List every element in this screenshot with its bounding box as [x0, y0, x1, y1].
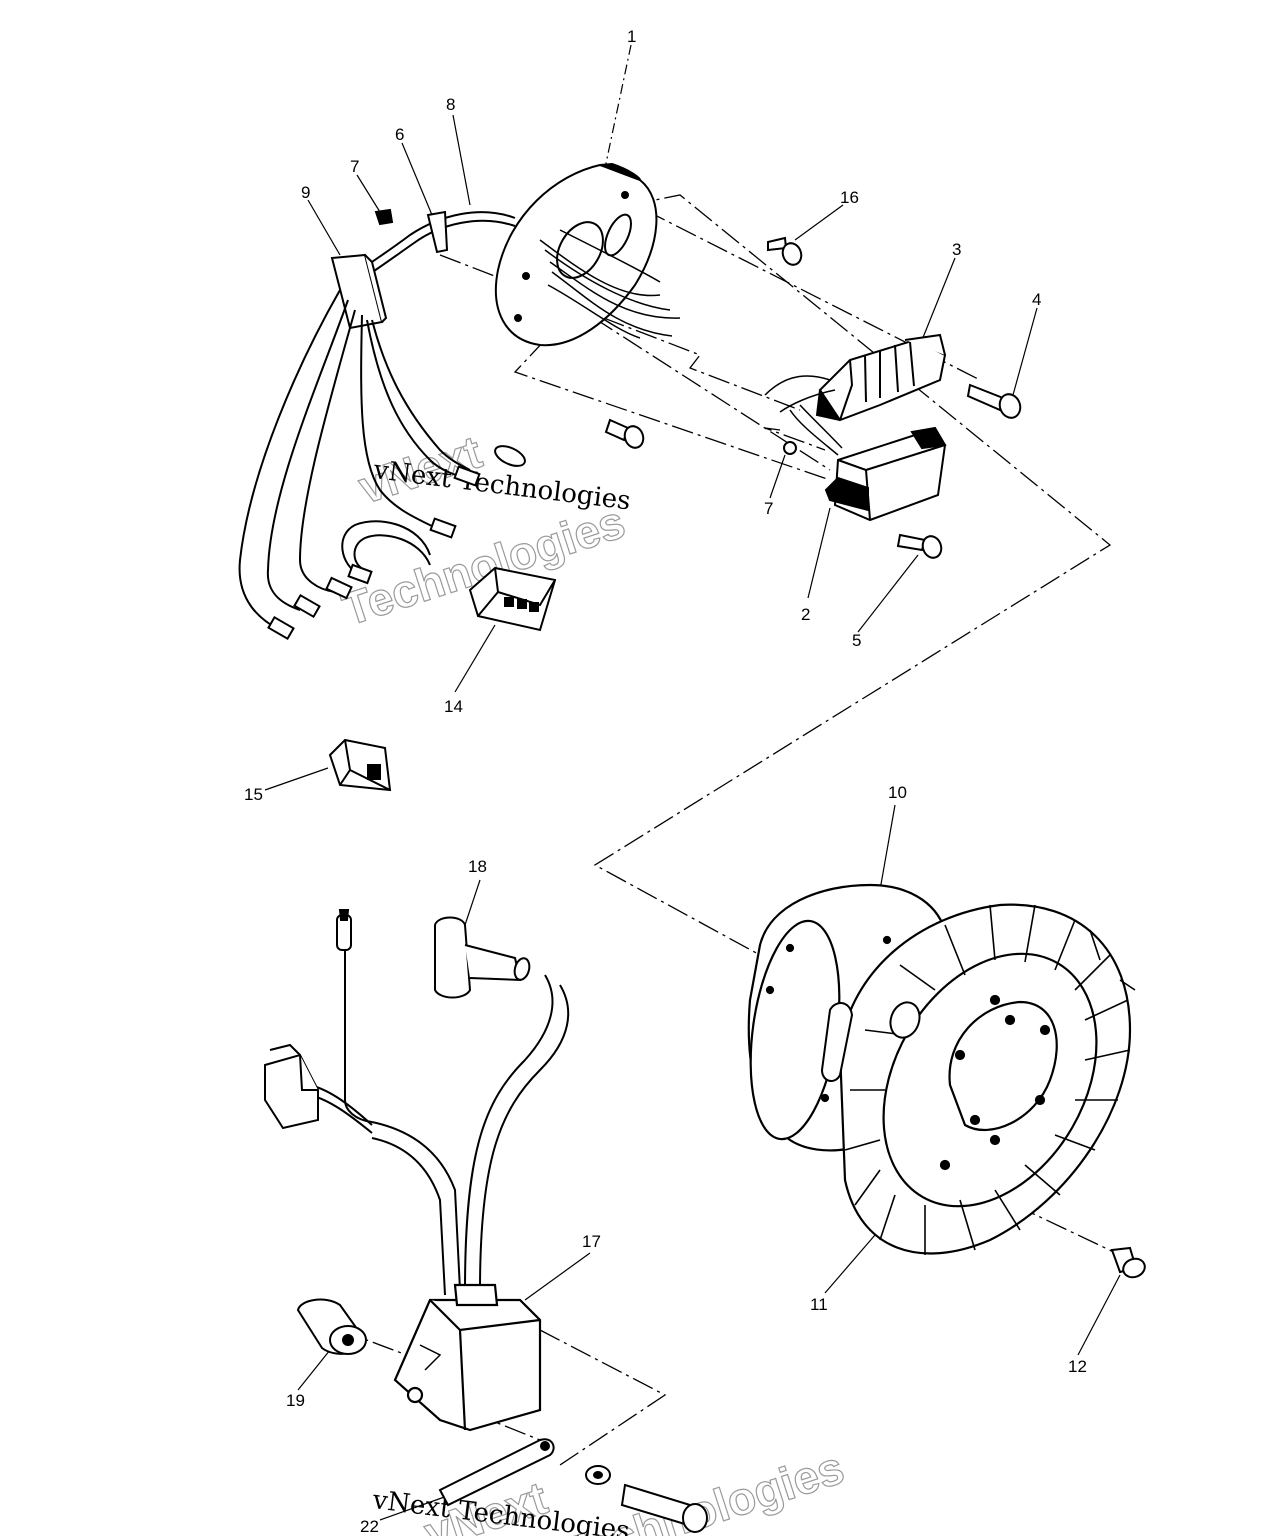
- callout-8: 8: [446, 95, 455, 114]
- callout-22: 22: [360, 1517, 379, 1536]
- callout-labels: 1 8 6 7 9 16 3 4 7 2 5 14 15 10 18 17 11…: [244, 27, 1087, 1536]
- lead-terminals: [267, 465, 481, 641]
- bolt-12: [1110, 1246, 1146, 1279]
- alignment-lines: [339, 194, 1121, 1466]
- connector-15: [328, 738, 392, 792]
- screw-16: [767, 236, 803, 266]
- charge-coil-3: [815, 333, 947, 422]
- screw-5: [896, 533, 943, 559]
- fan-blades: [844, 904, 1136, 1255]
- alignment-line-coil: [644, 209, 981, 381]
- screw-7-lower: [783, 441, 797, 455]
- bullet-connector: [336, 909, 352, 951]
- callout-12: 12: [1068, 1357, 1087, 1376]
- callout-18: 18: [468, 857, 487, 876]
- ignition-coil-17: [393, 1283, 542, 1432]
- connector-block-9: [330, 253, 388, 330]
- spark-plug-cap-18: [434, 916, 531, 999]
- alignment-line-screw7b: [764, 427, 826, 451]
- callout-14: 14: [444, 697, 463, 716]
- coil-leads: [764, 375, 836, 413]
- callout-5: 5: [852, 631, 861, 650]
- callout-11: 11: [810, 1295, 828, 1314]
- stator-harness: [359, 211, 516, 278]
- cdi-leads: [789, 404, 843, 456]
- leader-lines: [264, 44, 1121, 1521]
- alignment-line-cdi: [513, 339, 831, 481]
- screw-7-top: [374, 208, 394, 226]
- callout-17: 17: [582, 1232, 601, 1251]
- stator-base-plate: [494, 162, 658, 347]
- collar-19: [296, 1298, 367, 1355]
- callout-9: 9: [301, 183, 310, 202]
- rubber-cap: [494, 445, 526, 467]
- u-lead: [341, 520, 431, 585]
- callout-16: 16: [840, 188, 859, 207]
- stator-wires: [539, 229, 681, 339]
- harness-coupler: [264, 1043, 319, 1130]
- cdi-unit-2: [824, 426, 947, 522]
- alignment-line-coil-mount: [539, 1329, 667, 1466]
- callout-19: 19: [286, 1391, 305, 1410]
- callout-7-lower: 7: [764, 499, 773, 518]
- bolt-4: [966, 383, 1022, 419]
- callout-10: 10: [888, 783, 907, 802]
- alignment-line-bracket: [534, 279, 831, 471]
- ground-strap-22: [438, 1438, 555, 1507]
- cooling-fan-11: [838, 903, 1132, 1255]
- lead-wires: [238, 289, 471, 631]
- callout-4: 4: [1032, 290, 1041, 309]
- bolt-bottom: [620, 1483, 708, 1533]
- callout-1: 1: [627, 27, 636, 46]
- callout-15: 15: [244, 785, 263, 804]
- watermark-text-top: vNext Technologies: [371, 455, 632, 516]
- connector-14: [468, 566, 557, 632]
- callout-3: 3: [952, 240, 961, 259]
- harness-clamp: [426, 210, 449, 254]
- rotor-inner-slot: [820, 1001, 921, 1082]
- alignment-line-rotor: [593, 194, 1112, 956]
- callout-6: 6: [395, 125, 404, 144]
- alignment-line-screw7: [439, 254, 801, 411]
- callout-7-top: 7: [350, 157, 359, 176]
- screw-mid: [604, 418, 645, 449]
- washer-bottom: [585, 1465, 611, 1485]
- callout-2: 2: [801, 605, 810, 624]
